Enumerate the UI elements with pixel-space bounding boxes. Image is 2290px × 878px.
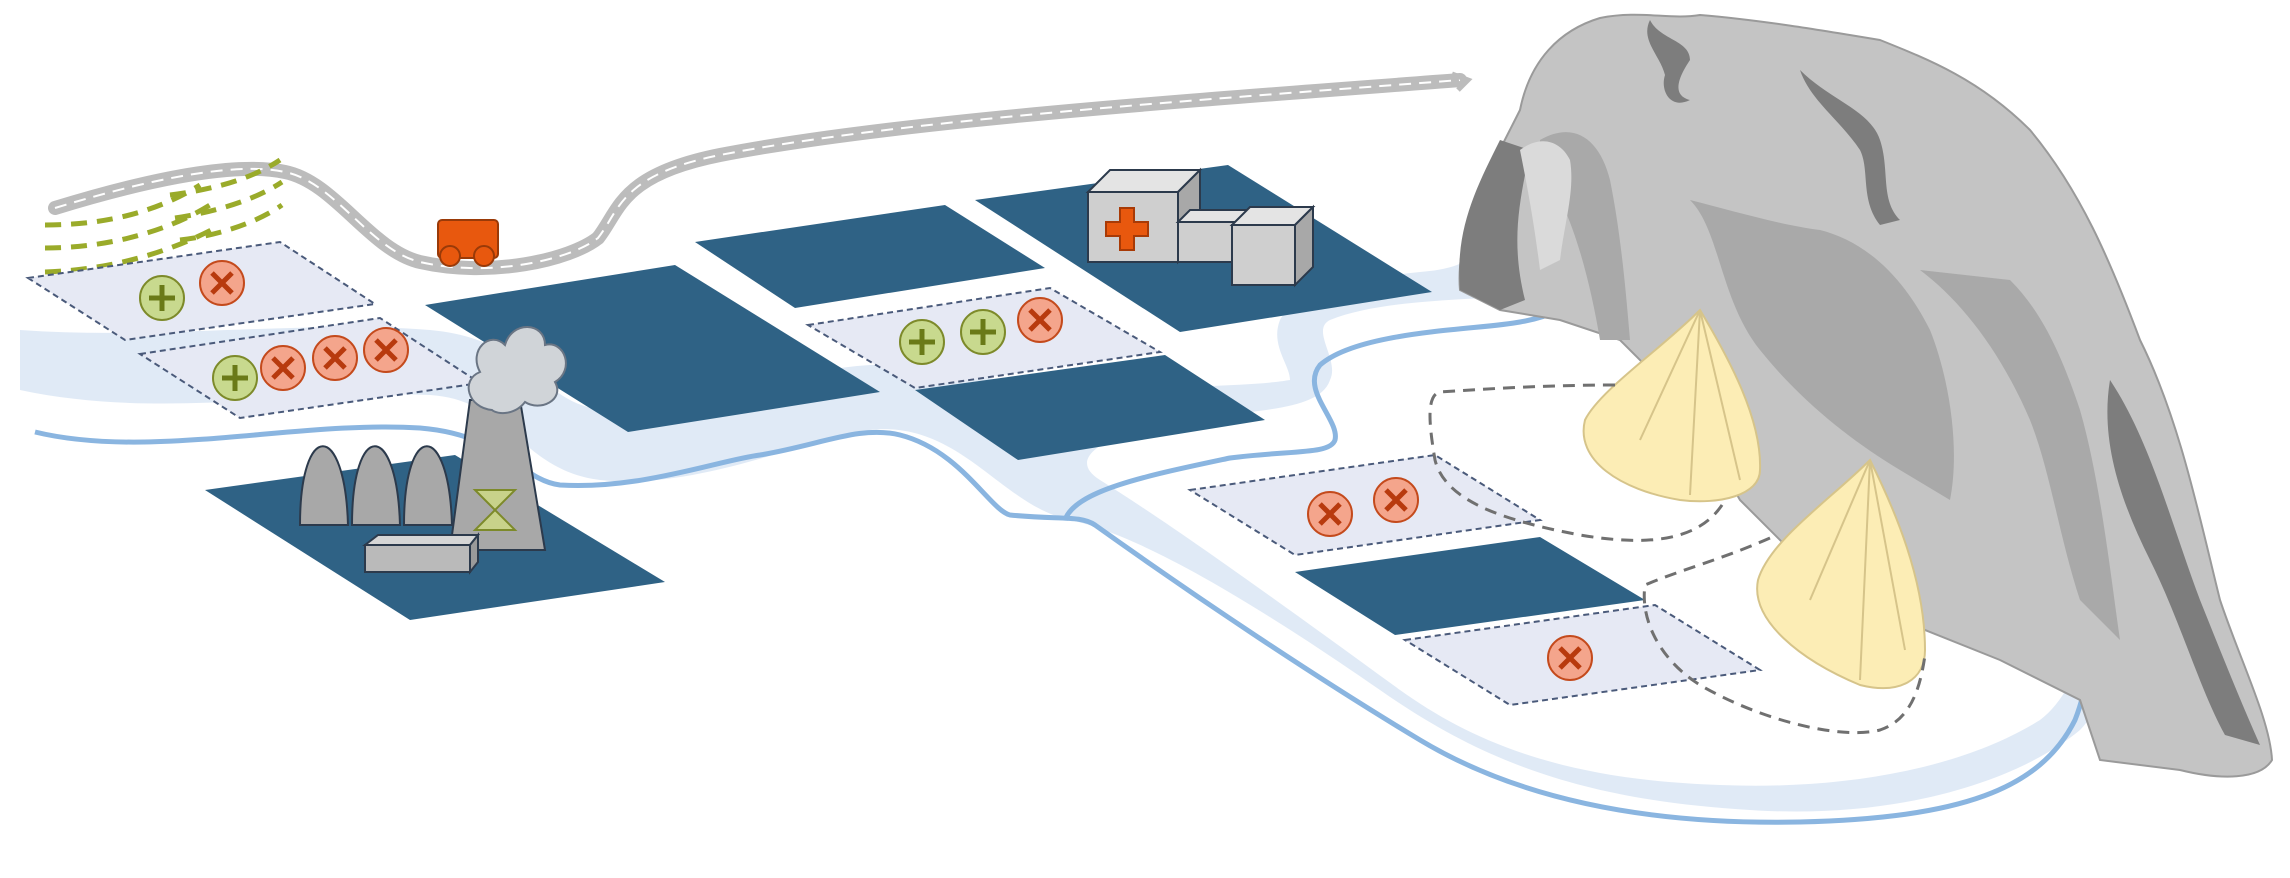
x-marker-icon (1548, 636, 1592, 680)
zone-right-1 (1190, 455, 1540, 555)
x-marker-icon (1374, 478, 1418, 522)
vehicle-icon (438, 220, 498, 266)
x-marker-icon (200, 261, 244, 305)
plus-marker-icon (961, 310, 1005, 354)
zone-areas (28, 242, 1760, 705)
x-marker-icon (364, 328, 408, 372)
x-marker-icon (313, 336, 357, 380)
x-marker-icon (1308, 492, 1352, 536)
x-marker-icon (1018, 298, 1062, 342)
plus-marker-icon (140, 276, 184, 320)
plus-marker-icon (900, 320, 944, 364)
plus-marker-icon (213, 356, 257, 400)
x-marker-icon (261, 346, 305, 390)
